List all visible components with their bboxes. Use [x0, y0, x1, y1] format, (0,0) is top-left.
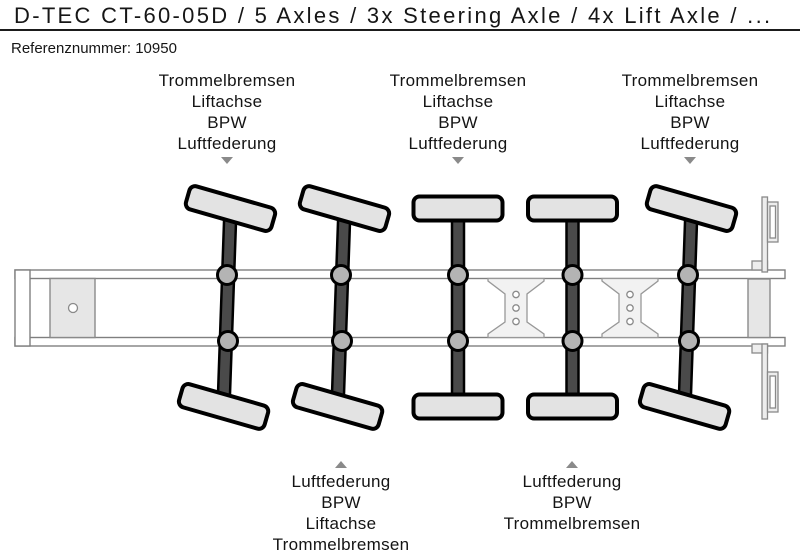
axle-label-line: Luftfederung — [640, 134, 740, 153]
axle-label-line: Luftfederung — [291, 472, 391, 491]
axle-label-line: BPW — [438, 113, 478, 132]
axle-label-line: Luftfederung — [177, 134, 277, 153]
axle-2 — [290, 184, 392, 431]
axle-5-wheel-bottom — [637, 382, 732, 431]
axle-label-line: Luftfederung — [522, 472, 622, 491]
crossmember-gusset-2 — [601, 277, 659, 339]
axle-label-line: BPW — [207, 113, 247, 132]
axle-3-bar — [450, 203, 466, 413]
axle-1-hub-bottom — [217, 330, 239, 352]
axle-label-line: Liftachse — [191, 92, 263, 111]
axle-4-bar — [565, 203, 580, 413]
axle-3-wheel-bottom — [411, 392, 505, 421]
axle-3 — [411, 194, 505, 421]
axle-label-line: BPW — [670, 113, 710, 132]
axle-4-labels: Luftfederung BPW Trommelbremsen — [487, 461, 657, 534]
arrow-down-icon — [684, 157, 696, 164]
front-crossmember — [14, 269, 31, 347]
axle-4-wheel-bottom — [526, 392, 619, 421]
axle-label-line: BPW — [552, 493, 592, 512]
arrow-down-icon — [221, 157, 233, 164]
axle-4-wheel-top — [526, 194, 619, 223]
axle-3-hub-top — [447, 264, 469, 286]
axle-label-line: Trommelbremsen — [503, 514, 641, 533]
axle-label-line: Liftachse — [305, 514, 377, 533]
axle-1-wheel-top — [183, 184, 278, 233]
reference-number: Referenznummer: 10950 — [11, 40, 177, 57]
frame-rail-top — [14, 269, 786, 280]
axle-1-wheel-bottom — [176, 382, 271, 431]
axle-5-hub-top — [677, 264, 699, 286]
axle-label-line: Liftachse — [422, 92, 494, 111]
crossmember-gusset-1 — [487, 277, 545, 339]
axle-4-hub-top — [561, 264, 584, 286]
axle-1 — [176, 184, 278, 431]
frame-rail-bottom — [14, 336, 786, 347]
axle-2-hub-top — [330, 264, 352, 286]
axle-label-line: Trommelbremsen — [389, 71, 527, 90]
kingpin — [67, 302, 79, 314]
axle-3-hub-bottom — [447, 330, 469, 352]
chassis-frame — [14, 196, 786, 420]
axle-label-line: Trommelbremsen — [272, 535, 410, 552]
axle-label-line: BPW — [321, 493, 361, 512]
axle-5-wheel-top — [644, 184, 739, 233]
axle-hubs — [216, 264, 700, 352]
axle-5-labels: Trommelbremsen Liftachse BPW Luftfederun… — [605, 70, 775, 164]
axle-4-hub-bottom — [561, 330, 584, 352]
axle-3-labels: Trommelbremsen Liftachse BPW Luftfederun… — [373, 70, 543, 164]
arrow-down-icon — [452, 157, 464, 164]
axle-1-labels: Trommelbremsen Liftachse BPW Luftfederun… — [142, 70, 312, 164]
axle-label-line: Luftfederung — [408, 134, 508, 153]
axle-label-line: Trommelbremsen — [158, 71, 296, 90]
axle-2-labels: Luftfederung BPW Liftachse Trommelbremse… — [256, 461, 426, 552]
axle-4 — [526, 194, 619, 421]
arrow-up-icon — [566, 461, 578, 468]
header-divider — [0, 29, 800, 31]
axle-1-bar — [216, 203, 238, 413]
page-title: D-TEC CT-60-05D / 5 Axles / 3x Steering … — [14, 3, 773, 28]
arrow-up-icon — [335, 461, 347, 468]
axle-2-wheel-bottom — [290, 382, 385, 431]
axle-5 — [637, 184, 739, 431]
axle-5-hub-bottom — [678, 330, 700, 352]
axle-label-line: Liftachse — [654, 92, 726, 111]
axle-5-bar — [677, 203, 699, 413]
axle-2-bar — [330, 203, 352, 413]
axle-3-wheel-top — [411, 194, 505, 223]
axle-2-wheel-top — [297, 184, 392, 233]
axle-2-hub-bottom — [331, 330, 353, 352]
axle-1-hub-top — [216, 264, 238, 286]
axle-label-line: Trommelbremsen — [621, 71, 759, 90]
rear-bumper-top — [751, 196, 779, 273]
rear-crossmember — [747, 278, 771, 339]
rear-bumper-bottom — [751, 343, 779, 420]
